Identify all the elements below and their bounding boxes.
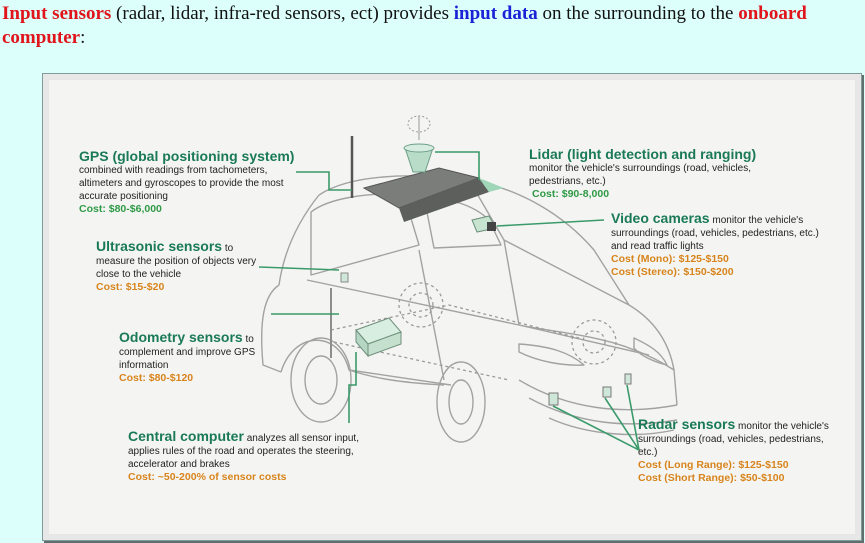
ultrasonic-description: to measure the position of objects very … xyxy=(96,243,257,280)
leader-radar-1 xyxy=(552,405,640,451)
headline-text-1: (radar, lidar, infra-red sensors, ect) p… xyxy=(111,3,454,24)
gps-title: GPS (global positioning system) xyxy=(79,148,295,164)
ultrasonic-callout: Ultrasonic sensors to measure the positi… xyxy=(96,238,274,294)
lidar-description: monitor the vehicle's surroundings (road… xyxy=(529,163,752,187)
computer-callout: Central computer analyzes all sensor inp… xyxy=(128,428,380,484)
video-cost-mono: Cost (Mono): $125-$150 xyxy=(611,253,729,265)
radar-title: Radar sensors xyxy=(638,416,736,432)
headline: Input sensors (radar, lidar, infra-red s… xyxy=(2,2,852,50)
ultrasonic-cost: Cost: $15-$20 xyxy=(96,281,165,293)
odometry-description: to complement and improve GPS informatio… xyxy=(119,334,256,371)
central-computer-box xyxy=(355,317,402,358)
leader-radar-3 xyxy=(626,384,640,451)
video-cost-stereo: Cost (Stereo): $150-$200 xyxy=(611,266,734,278)
video-callout: Video cameras monitor the vehicle's surr… xyxy=(611,210,821,279)
radar-cost-short: Cost (Short Range): $50-$100 xyxy=(638,472,785,484)
car-illustration xyxy=(258,115,678,451)
headline-input-sensors: Input sensors xyxy=(2,3,112,24)
leader-video xyxy=(496,219,605,227)
odometry-cost: Cost: $80-$120 xyxy=(119,372,194,384)
headline-onboard-computer: onboard computer xyxy=(2,3,807,48)
radar-sensor-mid xyxy=(602,386,612,398)
rear-wheel xyxy=(290,337,352,423)
lidar-unit xyxy=(403,115,435,173)
headline-input-data: input data xyxy=(453,3,538,24)
leader-lines xyxy=(258,151,640,451)
leader-lidar xyxy=(435,151,480,180)
radar-callout: Radar sensors monitor the vehicle's surr… xyxy=(638,416,838,485)
diagram-panel: GPS (global positioning system) combined… xyxy=(49,80,855,534)
diagram-frame: GPS (global positioning system) combined… xyxy=(42,73,862,541)
computer-title: Central computer xyxy=(128,428,244,444)
radar-sensor-left xyxy=(548,392,559,406)
gps-description: combined with readings from tachometers,… xyxy=(79,165,284,202)
leader-computer xyxy=(348,352,357,423)
lidar-callout: Lidar (light detection and ranging) moni… xyxy=(529,146,779,201)
roof-rack xyxy=(362,167,504,222)
computer-description: analyzes all sensor input, applies rules… xyxy=(128,433,359,470)
lidar-cost: Cost: $90-8,000 xyxy=(532,188,610,200)
wheels xyxy=(290,337,486,443)
odometry-callout: Odometry sensors to complement and impro… xyxy=(119,329,279,385)
radar-description: monitor the vehicle's surroundings (road… xyxy=(638,421,829,458)
video-camera xyxy=(471,215,497,233)
ultrasonic-title: Ultrasonic sensors xyxy=(96,238,223,254)
leader-ultrasonic xyxy=(258,266,340,271)
leader-radar-2 xyxy=(604,397,640,451)
odometry-title: Odometry sensors xyxy=(119,329,243,345)
leader-gps xyxy=(296,171,352,191)
headline-text-2: on the surrounding to the xyxy=(537,3,739,24)
radar-cost-long: Cost (Long Range): $125-$150 xyxy=(638,459,789,471)
radar-sensor-right xyxy=(624,373,632,385)
gps-callout: GPS (global positioning system) combined… xyxy=(79,148,307,216)
ultrasonic-sensor xyxy=(340,272,349,283)
interior-components xyxy=(330,282,617,381)
front-wheel xyxy=(436,361,486,443)
lidar-title: Lidar (light detection and ranging) xyxy=(529,146,757,162)
gps-cost: Cost: $80-$6,000 xyxy=(79,203,162,215)
car-body-outline xyxy=(260,175,678,436)
video-description: monitor the vehicle's surroundings (road… xyxy=(611,215,819,252)
headline-colon: : xyxy=(80,27,86,48)
computer-cost: Cost: ~50-200% of sensor costs xyxy=(128,471,287,483)
video-title: Video cameras xyxy=(611,210,710,226)
